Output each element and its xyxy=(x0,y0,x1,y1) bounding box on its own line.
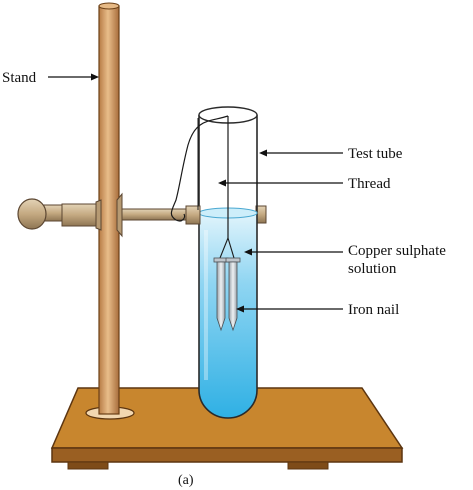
leader-line-iron-nail xyxy=(236,305,343,313)
figure-caption: (a) xyxy=(178,473,194,488)
label-iron-nail: Iron nail xyxy=(348,302,399,318)
clamp-jaw xyxy=(185,205,201,225)
label-stand: Stand xyxy=(2,70,37,86)
leader-line-solution xyxy=(244,248,343,256)
leader-line-test-tube xyxy=(259,149,343,157)
label-test-tube: Test tube xyxy=(348,146,403,162)
thread xyxy=(170,115,235,259)
leader-line-stand xyxy=(48,73,99,81)
label-thread: Thread xyxy=(348,176,391,192)
clamp xyxy=(17,192,267,238)
leader-line-thread xyxy=(218,179,343,187)
iron-nails xyxy=(213,257,241,332)
stand-rod xyxy=(98,2,120,415)
label-solution-line2: solution xyxy=(348,261,397,277)
label-solution-line1: Copper sulphate xyxy=(348,243,446,259)
